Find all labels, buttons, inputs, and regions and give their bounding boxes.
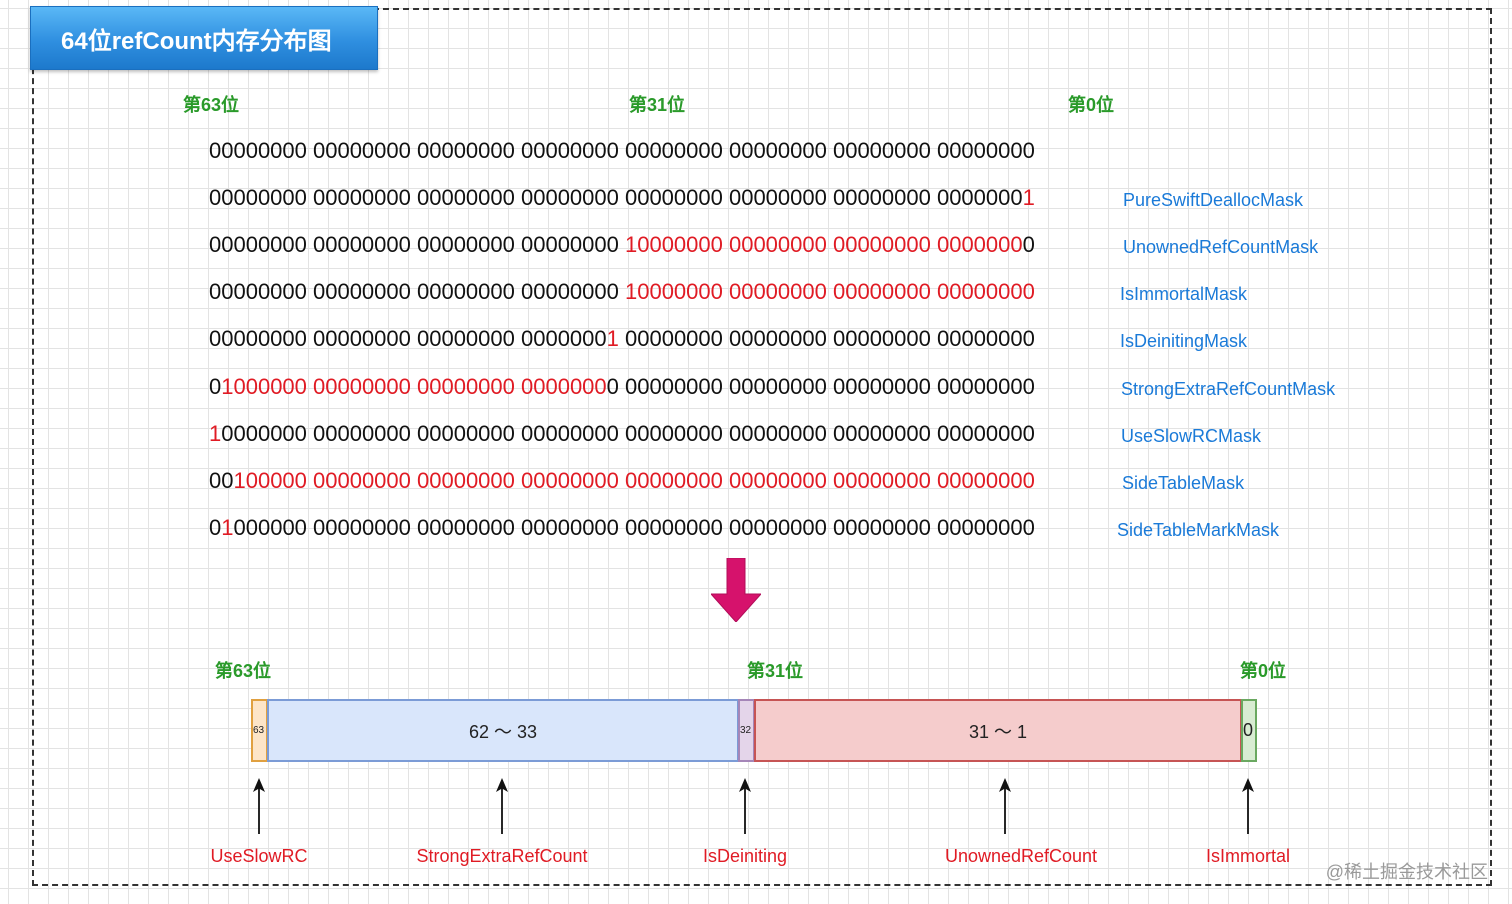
top-bit-31-label: 第31位 <box>629 95 686 115</box>
up-arrow-icon <box>253 778 265 834</box>
top-bit-0-label: 第0位 <box>1068 95 1115 115</box>
mask-bits-set: 1 <box>606 326 619 351</box>
mask-bits-clear: 00 <box>209 468 234 493</box>
mask-bits-set: 1000000 00000000 00000000 0000000 <box>221 374 607 399</box>
bottom-bit-0-label: 第0位 <box>1240 661 1287 681</box>
mask-bits-set: 1 <box>209 421 222 446</box>
mask-bits-clear: 0000000 00000000 00000000 00000000 00000… <box>221 421 1035 446</box>
mask-bits-clear: 0 <box>209 374 222 399</box>
mask-bits-row: 01000000 00000000 00000000 00000000 0000… <box>209 513 1035 543</box>
mask-bits-row: 00000000 00000000 00000000 00000000 0000… <box>209 183 1035 213</box>
field-label-use-slow-rc: UseSlowRC <box>210 846 308 866</box>
top-bit-63-label: 第63位 <box>183 95 240 115</box>
mask-bits-clear: 00000000 00000000 00000000 00000000 0000… <box>209 138 1035 163</box>
up-arrow-icon <box>496 778 508 834</box>
up-arrow-icon <box>999 778 1011 834</box>
bar-segment-bit-32: 32 <box>738 699 755 762</box>
mask-bits-row: 00100000 00000000 00000000 00000000 0000… <box>209 466 1035 496</box>
bar-segment-label: 31 ～ 1 <box>968 721 1028 742</box>
bar-segment-bits-31-1: 31 ～ 1 <box>754 699 1242 762</box>
mask-bits-row: 00000000 00000000 00000000 00000000 0000… <box>209 136 1035 166</box>
mask-name-label: UnownedRefCountMask <box>1123 237 1319 257</box>
bar-segment-bit-63: 63 <box>251 699 268 762</box>
field-label-is-deiniting: IsDeiniting <box>702 846 788 866</box>
mask-bits-clear: 00000000 00000000 00000000 0000000 <box>209 326 607 351</box>
mask-bits-clear: 0 00000000 00000000 00000000 00000000 <box>606 374 1035 399</box>
field-label-strong-extra-ref-count: StrongExtraRefCount <box>416 846 588 866</box>
mask-name-label: UseSlowRCMask <box>1121 426 1262 446</box>
mask-bits-row: 01000000 00000000 00000000 00000000 0000… <box>209 372 1035 402</box>
mask-bits-row: 00000000 00000000 00000000 00000001 0000… <box>209 324 1035 354</box>
mask-bits-row: 10000000 00000000 00000000 00000000 0000… <box>209 419 1035 449</box>
mask-name-label: IsDeinitingMask <box>1120 331 1248 351</box>
mask-bits-clear: 0 <box>209 515 222 540</box>
mask-name-label: SideTableMarkMask <box>1117 520 1280 540</box>
mask-bits-clear: 00000000 00000000 00000000 00000000 <box>209 279 625 304</box>
up-arrow-icon <box>1242 778 1254 834</box>
bar-segment-bit-0: 0 <box>1241 699 1257 762</box>
bar-segment-bits-62-33: 62 ～ 33 <box>267 699 739 762</box>
mask-bits-clear: 000000 00000000 00000000 00000000 000000… <box>233 515 1035 540</box>
mask-bits-set: 1 <box>221 515 234 540</box>
mask-bits-row: 00000000 00000000 00000000 00000000 1000… <box>209 230 1035 260</box>
bar-segment-label: 63 <box>253 725 265 736</box>
mask-bits-clear: 0 <box>1022 232 1035 257</box>
mask-name-label: IsImmortalMask <box>1120 284 1248 304</box>
mask-name-label: SideTableMask <box>1122 473 1245 493</box>
bar-segment-label: 32 <box>740 725 752 736</box>
mask-bits-clear: 00000000 00000000 00000000 00000000 <box>618 326 1035 351</box>
mask-bits-row: 00000000 00000000 00000000 00000000 1000… <box>209 277 1035 307</box>
down-arrow-icon <box>711 558 761 622</box>
watermark: @稀土掘金技术社区 <box>1325 862 1488 882</box>
mask-bits-clear: 00000000 00000000 00000000 00000000 <box>209 232 625 257</box>
mask-bits-set: 1 <box>1022 185 1035 210</box>
bar-segment-label: 0 <box>1243 720 1254 740</box>
diagram-title-text: 64位refCount内存分布图 <box>61 27 332 55</box>
bottom-bit-63-label: 第63位 <box>215 661 272 681</box>
up-arrow-icon <box>739 778 751 834</box>
mask-bits-set: 100000 00000000 00000000 00000000 000000… <box>233 468 1035 493</box>
diagram-title: 64位refCount内存分布图 <box>30 6 378 70</box>
field-label-unowned-ref-count: UnownedRefCount <box>944 846 1098 866</box>
mask-bits-clear: 00000000 00000000 00000000 00000000 0000… <box>209 185 1023 210</box>
field-label-is-immortal: IsImmortal <box>1205 846 1291 866</box>
bottom-bit-31-label: 第31位 <box>747 661 804 681</box>
mask-name-label: StrongExtraRefCountMask <box>1121 379 1336 399</box>
mask-name-label: PureSwiftDeallocMask <box>1123 190 1304 210</box>
mask-bits-set: 10000000 00000000 00000000 00000000 <box>624 279 1035 304</box>
mask-bits-set: 10000000 00000000 00000000 0000000 <box>624 232 1023 257</box>
diagram-frame <box>32 8 1492 886</box>
bar-segment-label: 62 ～ 33 <box>468 721 538 742</box>
